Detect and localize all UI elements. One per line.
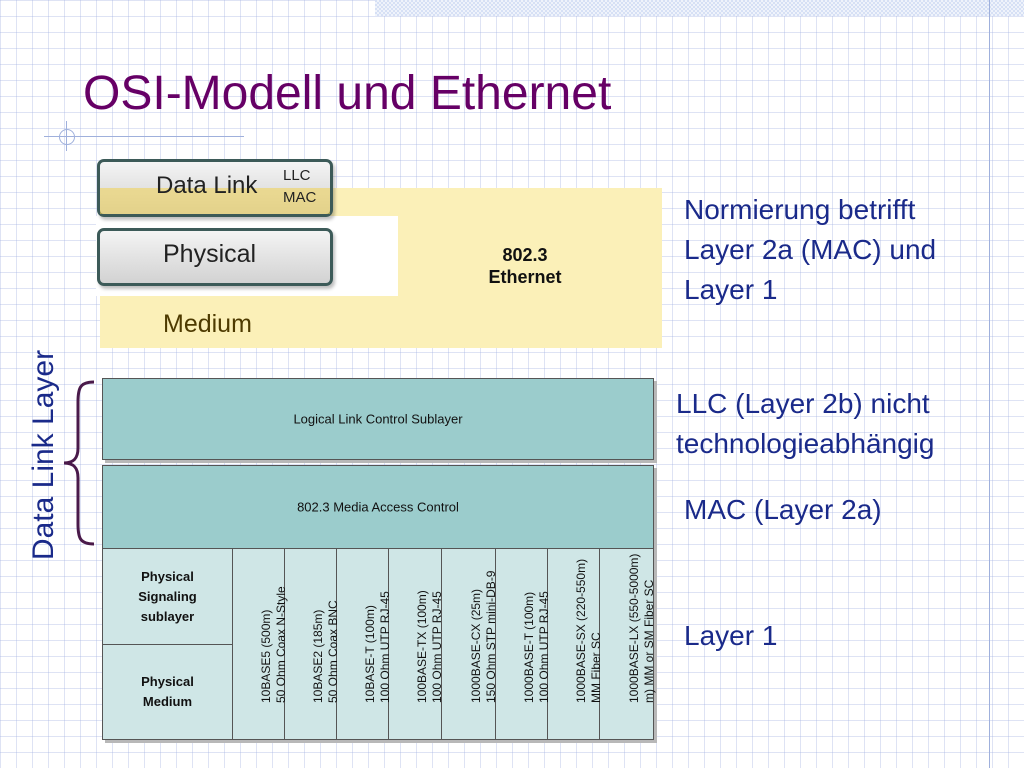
cell-line: Medium: [142, 694, 193, 709]
mac-highlight-overlay: [100, 188, 330, 214]
note-mac: MAC (Layer 2a): [684, 494, 882, 525]
physical-medium-cell: Physical Medium: [103, 645, 233, 739]
curly-brace-icon: [63, 380, 95, 546]
standard-column: 1000BASE-T (100m)100 Ohm UTP RJ-45: [496, 549, 551, 739]
title-underline: [44, 136, 244, 137]
note-line: Layer 2a (MAC) und: [684, 234, 937, 265]
note-line: Layer 1: [684, 274, 778, 305]
ethernet-standard: 802.3: [502, 245, 548, 265]
standard-label: 100BASE-TX (100m)100 Ohm UTP RJ-45: [415, 590, 444, 703]
medium-label: Medium: [163, 310, 252, 338]
ethernet-label: 802.3 Ethernet: [470, 244, 580, 288]
standard-column: 10BASE5 (500m)50 Ohm Coax N-Style: [233, 549, 288, 739]
side-label-text: Data Link Layer: [27, 349, 60, 561]
mac-sublayer-label: 802.3 Media Access Control: [297, 499, 459, 515]
mac-sublayer-box: 802.3 Media Access Control: [102, 465, 654, 549]
standard-column: 10BASE-T (100m)100 Ohm UTP RJ-45: [337, 549, 392, 739]
physical-signaling-cell: Physical Signaling sublayer: [103, 549, 233, 645]
standard-label: 1000BASE-CX (25m)150 Ohm STP mini-DB-9: [468, 570, 498, 704]
decorative-vertical-line: [989, 0, 990, 768]
cell-line: sublayer: [140, 608, 195, 624]
standard-column: 100BASE-TX (100m)100 Ohm UTP RJ-45: [389, 549, 444, 739]
decorative-cross-line: [66, 121, 67, 151]
standard-column: 10BASE2 (185m)50 Ohm Coax BNC: [285, 549, 340, 739]
cell-line: Signaling: [138, 588, 197, 604]
header-pattern-bar: [375, 0, 1024, 16]
ethernet-name: Ethernet: [488, 267, 562, 287]
llc-sublayer-label: Logical Link Control Sublayer: [293, 411, 463, 427]
standard-label: 1000BASE-LX (550-5000m)m) MM or SM Fiber…: [626, 553, 656, 703]
standard-label: 10BASE2 (185m)50 Ohm Coax BNC: [310, 600, 340, 703]
standard-column: 1000BASE-SX (220-550m)MM Fiber SC: [548, 549, 603, 739]
mac-sublabel: MAC: [283, 189, 317, 206]
standard-column: 1000BASE-CX (25m)150 Ohm STP mini-DB-9: [442, 549, 498, 739]
standard-label: 10BASE-T (100m)100 Ohm UTP RJ-45: [362, 591, 392, 703]
standard-label: 1000BASE-SX (220-550m)MM Fiber SC: [573, 558, 603, 703]
physical-label: Physical: [163, 240, 257, 268]
decorative-circle: [59, 129, 75, 145]
physical-layer-table: Physical Signaling sublayer Physical Med…: [102, 548, 656, 740]
note-llc: LLC (Layer 2b) nicht technologieabhängig: [676, 384, 934, 464]
llc-sublabel: LLC: [283, 167, 311, 184]
slide-title: OSI-Modell und Ethernet: [83, 67, 612, 120]
cell-line: Physical: [141, 568, 194, 584]
standard-label: 10BASE5 (500m)50 Ohm Coax N-Style: [258, 586, 288, 703]
note-line: LLC (Layer 2b) nicht: [676, 388, 930, 419]
note-line: technologieabhängig: [676, 428, 935, 459]
note-layer1: Layer 1: [684, 620, 778, 651]
standard-column: 1000BASE-LX (550-5000m)m) MM or SM Fiber…: [600, 549, 656, 739]
physical-layer-box: [97, 228, 333, 286]
standard-label: 1000BASE-T (100m)100 Ohm UTP RJ-45: [521, 591, 551, 703]
cell-line: Physical: [141, 674, 194, 689]
data-link-label: Data Link: [156, 172, 258, 199]
note-normierung: Normierung betrifft Layer 2a (MAC) und L…: [684, 190, 936, 310]
note-line: Normierung betrifft: [684, 194, 916, 225]
llc-sublayer-box: Logical Link Control Sublayer: [102, 378, 654, 460]
